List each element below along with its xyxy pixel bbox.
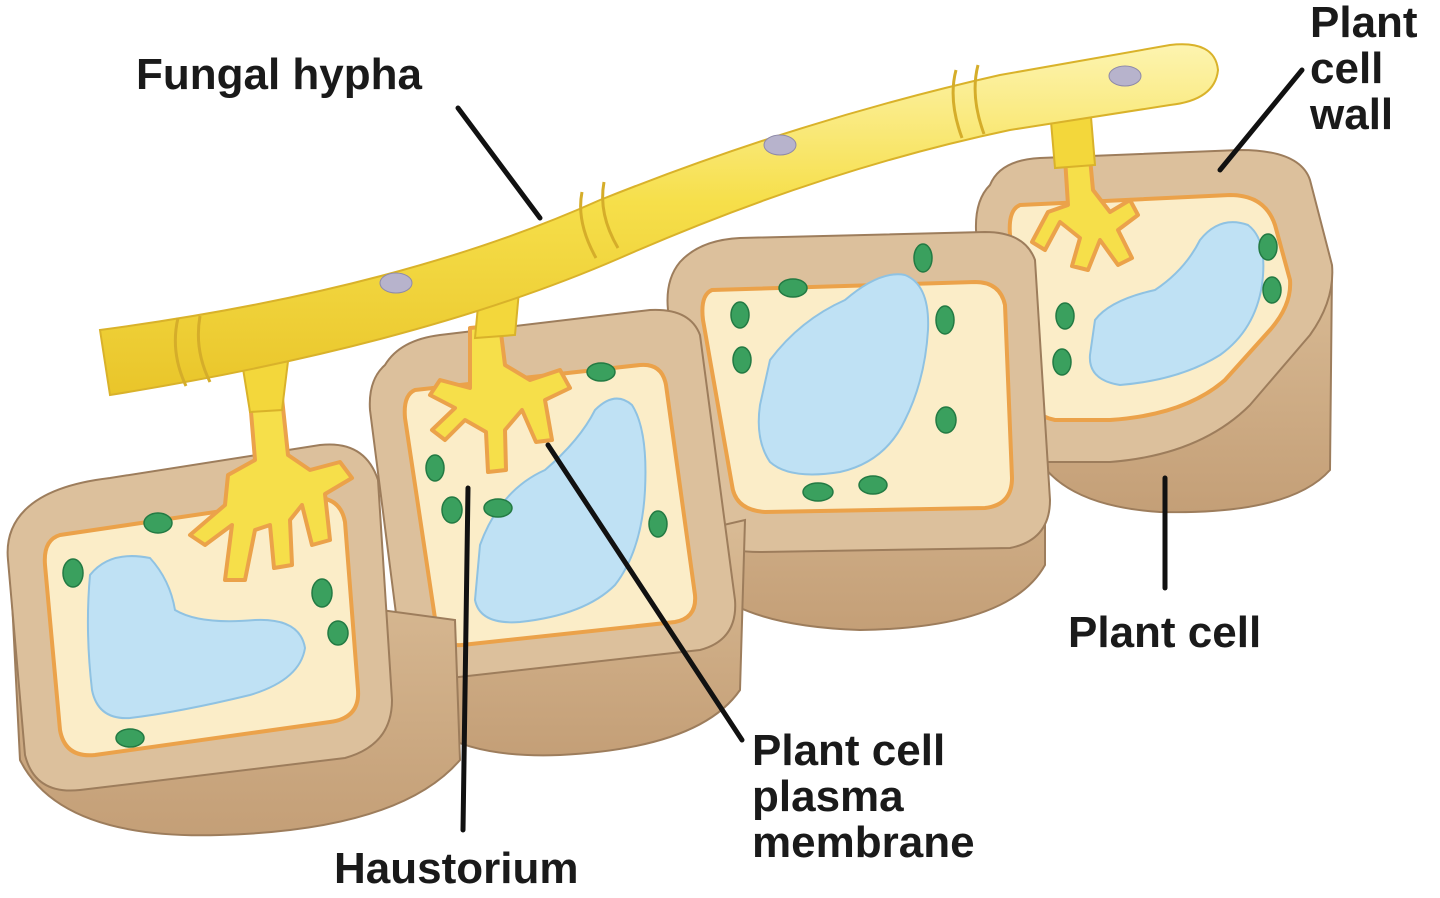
- label-plasma-membrane-line-1: Plant cell: [752, 726, 946, 775]
- plant-cell-3: [666, 230, 1052, 632]
- hypha-tube: [98, 43, 1220, 397]
- cell-1-chloroplasts: [62, 512, 349, 748]
- cell-4-chloroplasts: [1052, 233, 1282, 376]
- cell-4-haustorium: [1030, 156, 1140, 272]
- cell-1-haustorium: [188, 396, 354, 582]
- label-plant-cell-wall: Plant cell wall: [1310, 0, 1418, 138]
- label-plant-cell-wall-line-2: cell: [1310, 44, 1384, 93]
- leader-haustorium: [460, 485, 471, 833]
- label-plasma-membrane-line-2: plasma: [752, 772, 904, 821]
- leader-lines: [455, 67, 1305, 833]
- cell-2-vacuole: [473, 397, 647, 624]
- label-fungal-hypha: Fungal hypha: [136, 50, 422, 99]
- leader-plant-cell-wall: [1217, 67, 1305, 173]
- hypha-septa: [173, 64, 986, 387]
- cell-2-haustorium: [428, 323, 572, 474]
- label-plant-cell-wall-line-1: Plant: [1310, 0, 1418, 47]
- label-plasma-membrane-line-3: membrane: [752, 818, 975, 867]
- cell-4-vacuole: [1088, 221, 1265, 387]
- label-plant-cell: Plant cell: [1068, 608, 1262, 657]
- label-haustorium: Haustorium: [334, 844, 579, 893]
- plant-cell-1: [6, 396, 462, 837]
- leader-plasma-membrane: [545, 442, 745, 743]
- cell-3-chloroplasts: [730, 243, 957, 502]
- leader-fungal-hypha: [455, 105, 543, 221]
- cell-3-vacuole: [757, 273, 930, 476]
- cell-1-vacuole: [86, 555, 307, 720]
- fungal-hypha: [98, 43, 1220, 414]
- cell-2-chloroplasts: [425, 362, 668, 538]
- hypha-nuclei: [379, 65, 1142, 294]
- label-plant-cell-wall-line-3: wall: [1310, 90, 1394, 139]
- plant-cell-2: [368, 308, 747, 757]
- label-plasma-membrane: Plant cell plasma membrane: [752, 728, 975, 866]
